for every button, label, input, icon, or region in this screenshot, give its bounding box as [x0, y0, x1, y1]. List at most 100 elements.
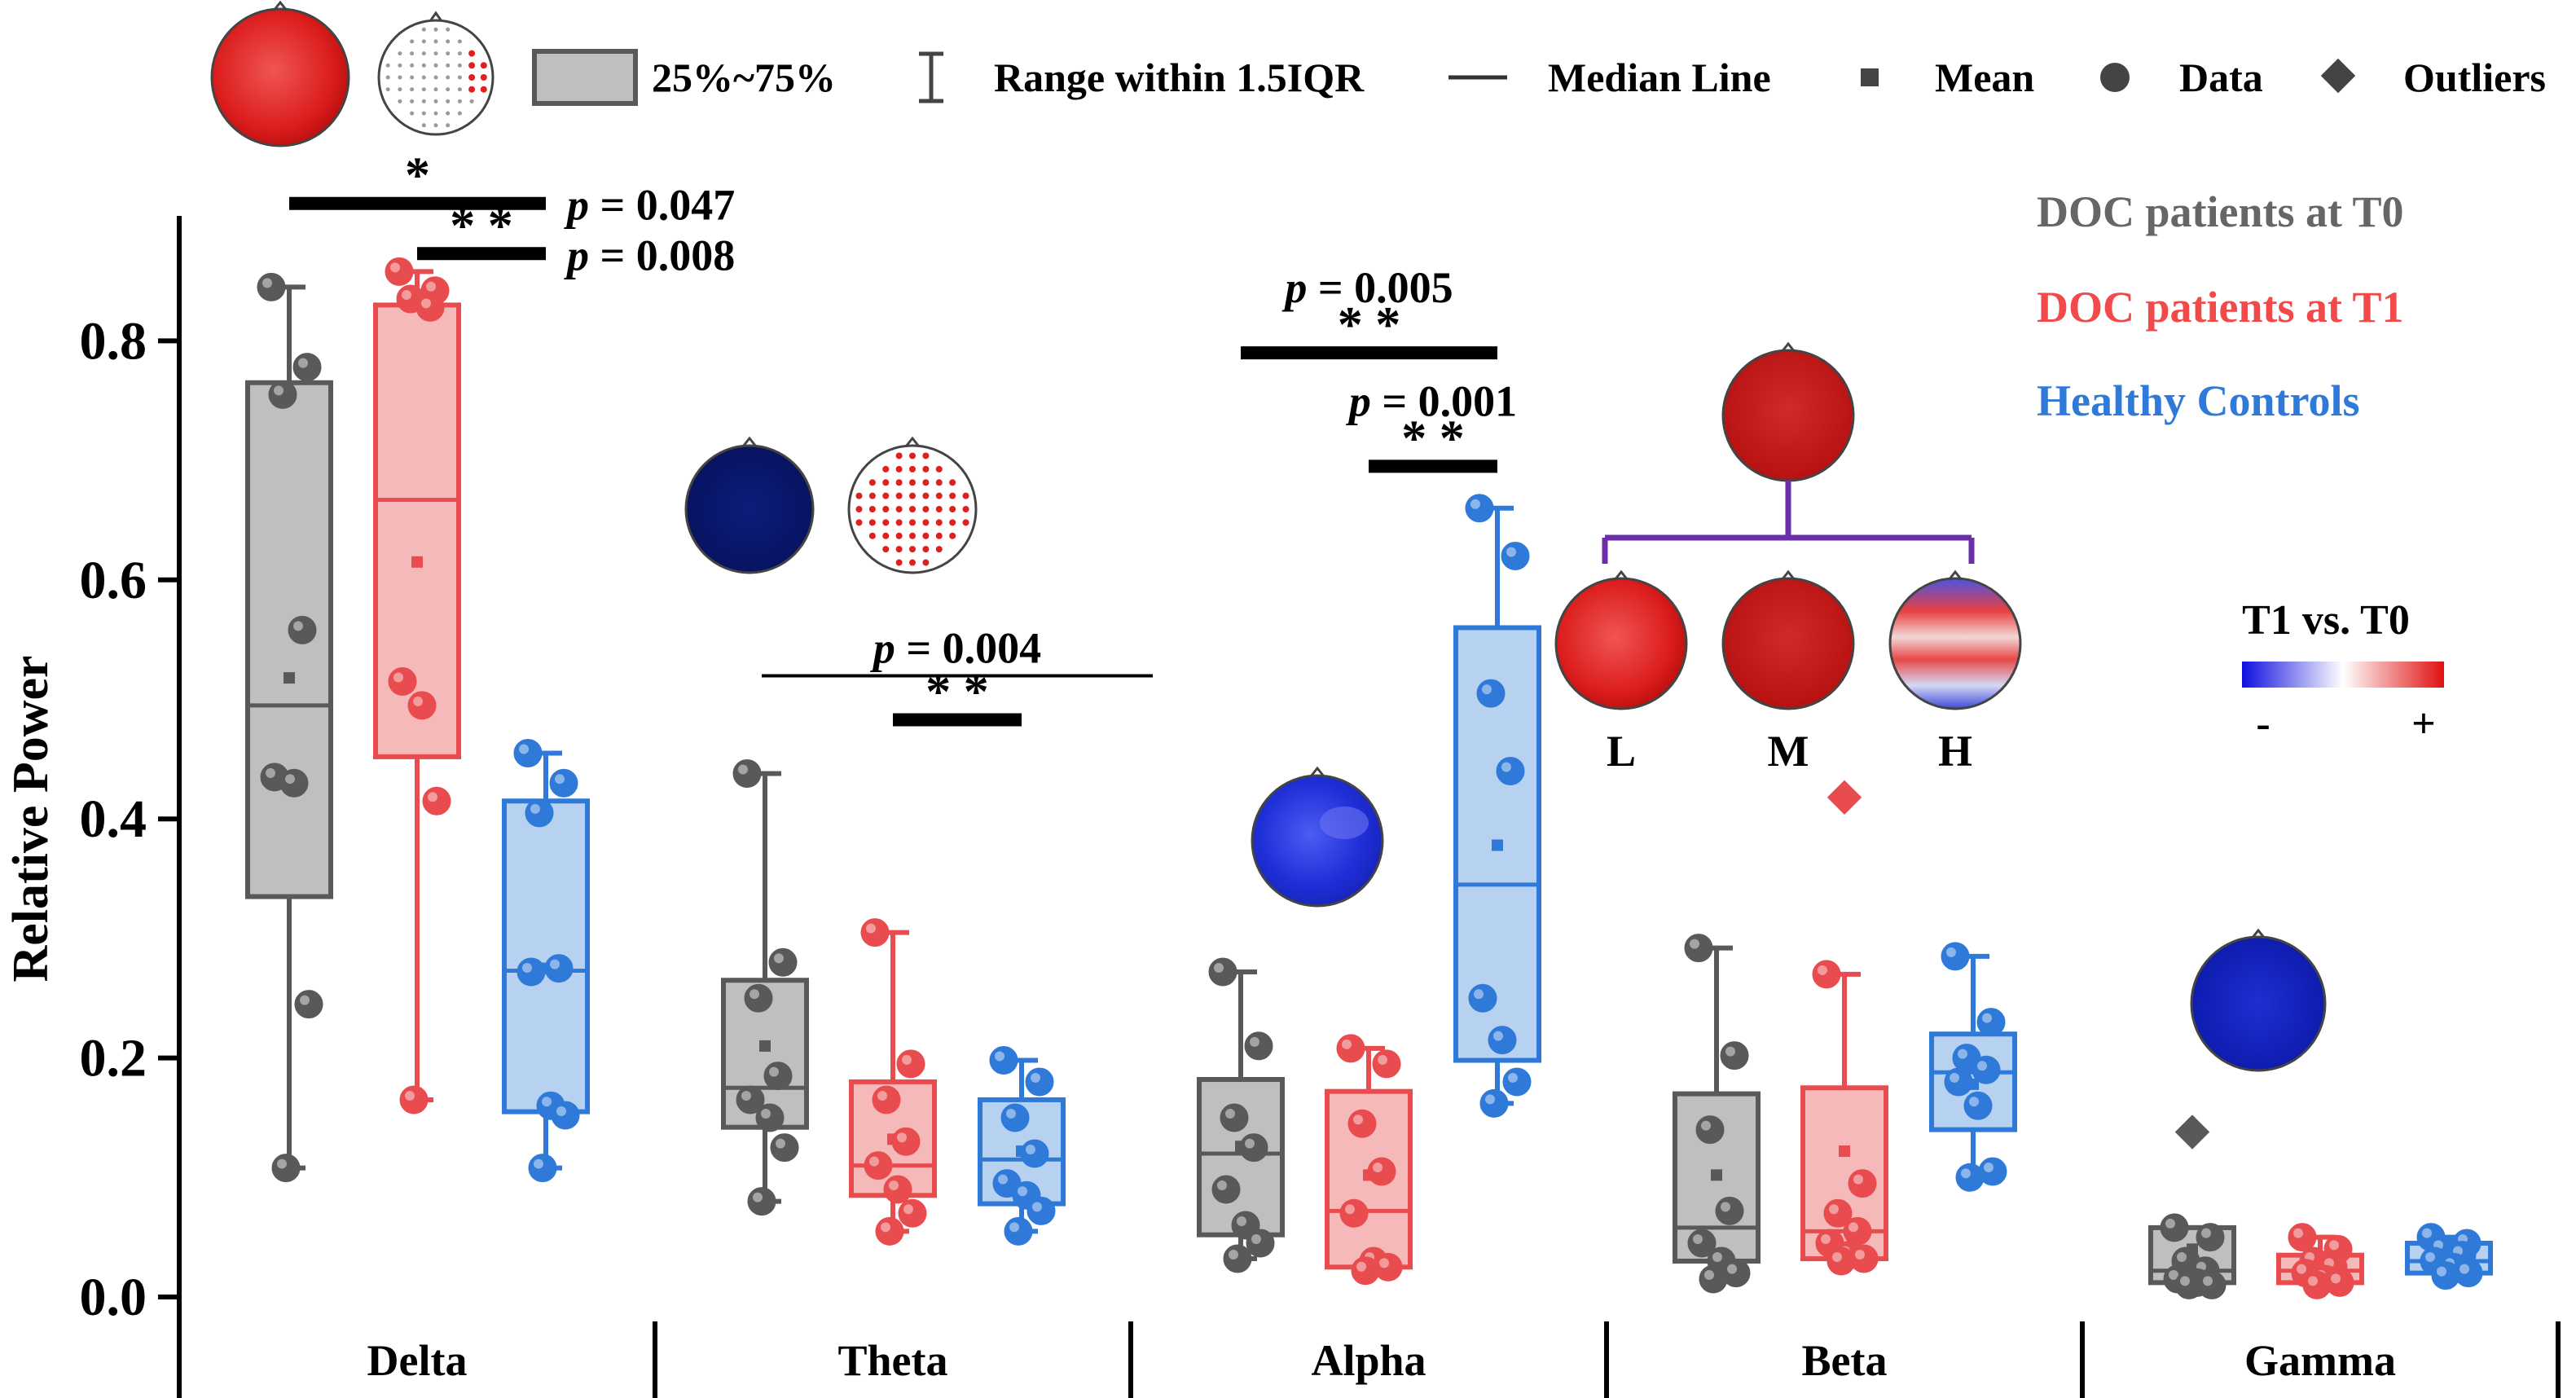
- mean-marker: [1839, 1145, 1850, 1158]
- y-tick-label: 0.0: [80, 1268, 147, 1327]
- electrode-dot: [433, 39, 438, 44]
- series-label-t0: DOC patients at T0: [2037, 187, 2404, 236]
- electrode-dot: [410, 39, 415, 44]
- legend-iqr-label: 25%~75%: [652, 55, 836, 100]
- legend-range-icon: [919, 51, 943, 103]
- data-point: [1372, 1049, 1401, 1079]
- data-point-highlight: [2297, 1264, 2306, 1274]
- data-point: [549, 768, 578, 798]
- y-tick-label: 0.6: [80, 551, 147, 610]
- electrode-dot: [868, 532, 876, 539]
- data-point-highlight: [738, 764, 748, 775]
- data-point-highlight: [1379, 1258, 1389, 1268]
- data-point-highlight: [519, 744, 529, 754]
- electrode-dot: [468, 86, 476, 93]
- data-point-highlight: [2460, 1264, 2469, 1274]
- data-point-highlight: [2177, 1251, 2187, 1262]
- data-point: [1479, 1088, 1509, 1118]
- category-label: Delta: [367, 1336, 468, 1385]
- data-point: [385, 257, 414, 286]
- data-point: [528, 1154, 557, 1183]
- data-point: [2160, 1213, 2189, 1242]
- data-point-highlight: [1508, 1072, 1518, 1083]
- data-point: [1211, 1175, 1241, 1204]
- data-point-highlight: [1214, 962, 1224, 973]
- box-group: [1453, 494, 1541, 1118]
- y-axis-ticks: 0.00.20.40.60.8: [80, 311, 179, 1327]
- electrode-dot: [909, 465, 916, 473]
- data-point: [1020, 1139, 1049, 1168]
- legend-outlier-label: Outliers: [2403, 55, 2546, 100]
- data-point-highlight: [293, 621, 303, 631]
- legend-electrode-map-icon: [377, 11, 495, 136]
- data-point-highlight: [1018, 1186, 1027, 1197]
- data-point-highlight: [1984, 1162, 1994, 1172]
- data-point: [736, 1085, 765, 1114]
- electrode-dot: [868, 506, 876, 512]
- data-point-highlight: [1982, 1013, 1992, 1023]
- data-point-highlight: [2203, 1276, 2213, 1286]
- data-point: [860, 918, 890, 947]
- box-group: [721, 758, 809, 1216]
- electrode-dot: [935, 519, 943, 526]
- mean-marker: [411, 556, 423, 568]
- data-point-highlight: [1217, 1180, 1227, 1190]
- data-point-highlight: [1961, 1168, 1971, 1179]
- data-point-highlight: [1032, 1202, 1042, 1212]
- box-group: [373, 257, 461, 1114]
- data-point: [1239, 1133, 1268, 1163]
- data-point: [292, 353, 322, 382]
- box-group: [2148, 1114, 2236, 1299]
- data-point-highlight: [413, 696, 423, 706]
- data-point: [271, 1154, 301, 1183]
- data-point: [1955, 1163, 1985, 1192]
- data-point-highlight: [1958, 1048, 1967, 1059]
- electrode-dot: [909, 506, 916, 512]
- data-point: [896, 1049, 925, 1079]
- electrode-dot: [949, 506, 956, 512]
- data-point: [1347, 1109, 1377, 1138]
- box-iqr: [245, 380, 333, 899]
- data-point: [872, 1085, 901, 1114]
- data-point-highlight: [2293, 1228, 2303, 1238]
- p-value-label: p = 0.001: [1346, 376, 1517, 425]
- data-point: [1695, 1115, 1725, 1145]
- data-point: [544, 954, 574, 983]
- data-point-highlight: [1725, 1046, 1735, 1057]
- significance-stars: *: [405, 148, 430, 204]
- electrode-dot: [398, 99, 402, 103]
- data-point: [1826, 1246, 1856, 1276]
- electrode-dot: [868, 492, 876, 499]
- data-point: [2431, 1261, 2460, 1290]
- data-point-highlight: [1250, 1036, 1259, 1047]
- data-point-highlight: [995, 1051, 1004, 1062]
- data-point-highlight: [556, 1106, 566, 1117]
- axes: [177, 216, 2561, 1398]
- data-point: [2174, 1270, 2204, 1299]
- electrode-dot: [922, 479, 930, 486]
- data-point: [279, 768, 309, 798]
- data-point-highlight: [866, 923, 876, 934]
- box-group: [1197, 957, 1285, 1273]
- electrode-dot: [868, 479, 876, 486]
- data-point-highlight: [774, 953, 784, 964]
- electrode-dot: [446, 111, 451, 116]
- data-point-highlight: [1006, 1108, 1016, 1119]
- electrode-dot: [935, 546, 943, 553]
- data-point-highlight: [902, 1054, 912, 1065]
- data-point-highlight: [889, 1180, 899, 1190]
- electrode-dot: [949, 479, 956, 486]
- electrode-dot: [457, 51, 462, 56]
- legend-data-label: Data: [2179, 55, 2263, 100]
- data-point-highlight: [522, 962, 532, 973]
- electrode-dot: [909, 479, 916, 486]
- data-point-highlight: [1345, 1204, 1355, 1215]
- electrode-dot: [410, 111, 415, 116]
- electrode-dot: [421, 27, 426, 32]
- beta-topomap-low: [1554, 569, 1688, 710]
- electrode-dot: [895, 506, 903, 512]
- data-point-highlight: [1009, 1222, 1019, 1233]
- data-point: [268, 380, 297, 409]
- data-point-highlight: [1031, 1072, 1040, 1083]
- theta-topomap: [684, 436, 815, 574]
